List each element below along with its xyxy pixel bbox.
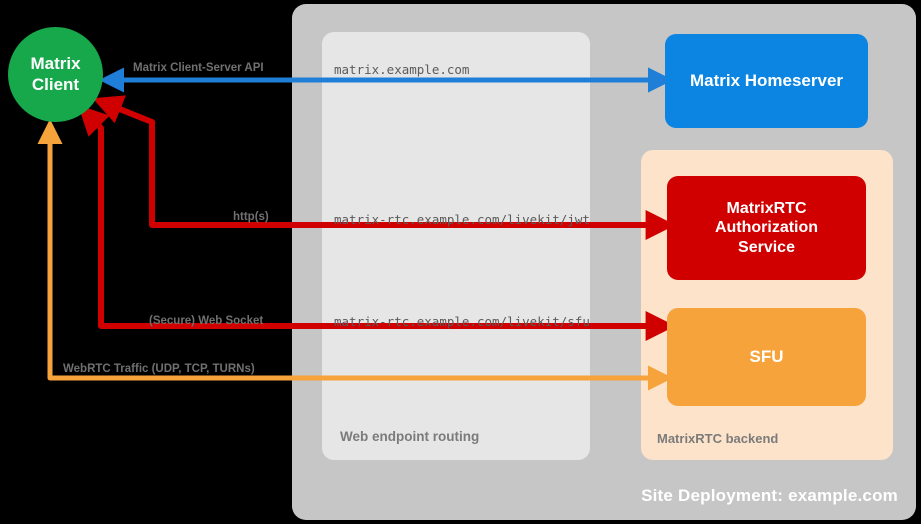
- site-deployment-label: Site Deployment: example.com: [641, 486, 898, 505]
- arrow-websocket: [77, 104, 676, 341]
- matrixrtc-backend-label: MatrixRTC backend: [657, 431, 779, 446]
- auth-service-label-line1: MatrixRTC: [726, 200, 807, 218]
- arrow-webrtc: [37, 119, 673, 391]
- matrix-client-label-line2: Client: [31, 74, 80, 94]
- node-matrix-client[interactable]: Matrix Client: [8, 27, 103, 122]
- sfu-label: SFU: [749, 346, 784, 366]
- arrow-https: [92, 95, 676, 240]
- node-matrixrtc-authorization-service[interactable]: MatrixRTC Authorization Service: [667, 176, 866, 280]
- node-matrix-homeserver[interactable]: Matrix Homeserver: [665, 34, 868, 128]
- node-sfu[interactable]: SFU: [667, 308, 866, 406]
- connection-label-client-server-api: Matrix Client-Server API: [133, 62, 264, 74]
- connection-label-https: http(s): [233, 211, 269, 223]
- matrix-homeserver-label: Matrix Homeserver: [689, 70, 844, 90]
- connection-label-websocket: (Secure) Web Socket: [149, 315, 264, 327]
- matrix-client-label-line1: Matrix: [30, 54, 81, 74]
- web-endpoint-routing-container: Web endpoint routing: [322, 32, 590, 460]
- auth-service-label-line2: Authorization: [714, 219, 819, 237]
- endpoint-label-matrix: matrix.example.com: [334, 62, 470, 77]
- web-endpoint-routing-label: Web endpoint routing: [340, 429, 480, 444]
- connection-label-webrtc: WebRTC Traffic (UDP, TCP, TURNs): [63, 363, 255, 375]
- endpoint-label-jwt: matrix-rtc.example.com/livekit/jwt: [334, 212, 590, 227]
- auth-service-label-line3: Service: [738, 238, 795, 256]
- endpoint-label-sfu: matrix-rtc.example.com/livekit/sfu: [334, 314, 590, 329]
